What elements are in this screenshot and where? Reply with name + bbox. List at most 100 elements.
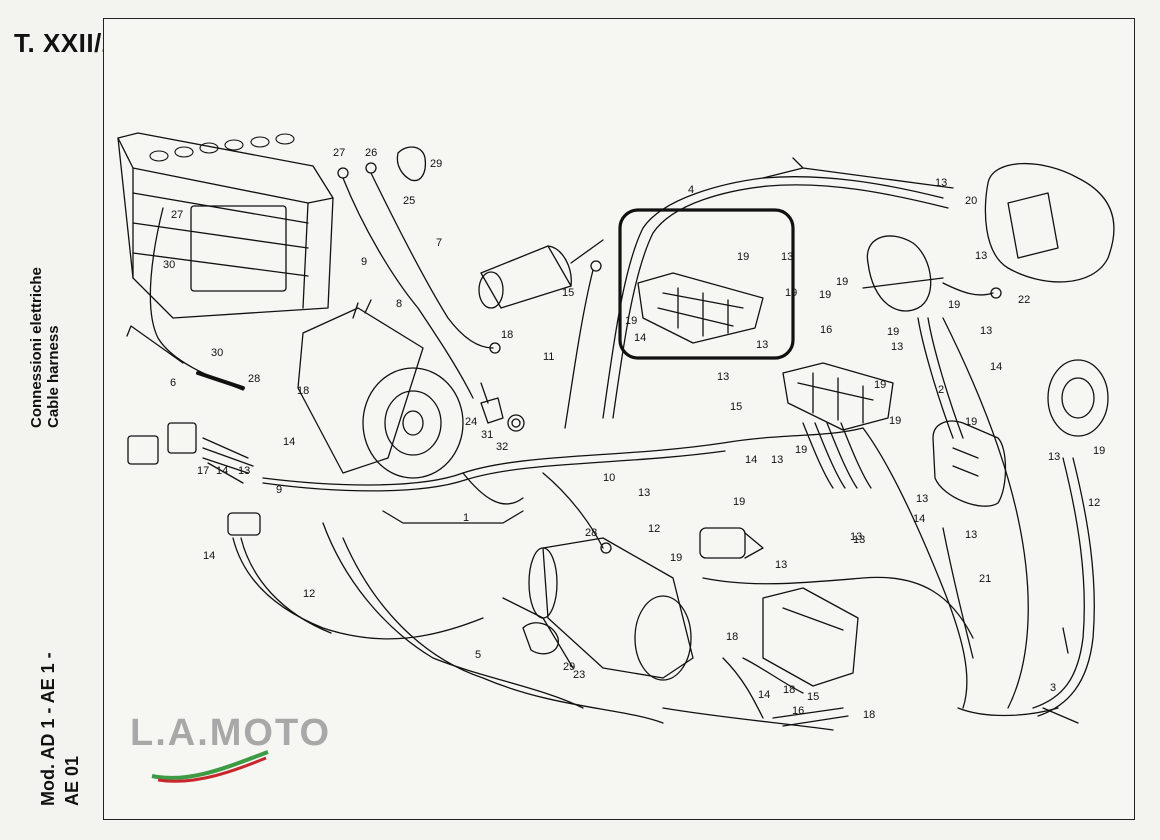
- battery-cable-30: [149, 207, 244, 391]
- callout-25: 25: [403, 195, 415, 207]
- callout-21: 21: [979, 573, 991, 585]
- callout-3: 3: [1050, 682, 1056, 694]
- callout-6: 6: [170, 377, 176, 389]
- callout-18b: 18: [297, 385, 309, 397]
- callout-19g: 19: [819, 289, 831, 301]
- callout-15c: 15: [807, 691, 819, 703]
- callout-13f: 13: [756, 339, 768, 351]
- callout-28a: 28: [248, 373, 260, 385]
- callout-19n: 19: [1093, 445, 1105, 457]
- wiring-diagram: 4 13 20 13 22 19 19 13 14 2 19 19 13 19 …: [117, 132, 1115, 731]
- callout-27b: 27: [171, 209, 183, 221]
- callout-14b: 14: [634, 332, 646, 344]
- battery: [117, 132, 334, 319]
- watermark-logo: L.A.MOTO: [130, 712, 332, 754]
- callout-12b: 12: [648, 523, 660, 535]
- callout-13e: 13: [781, 251, 793, 263]
- callout-1: 1: [463, 512, 469, 524]
- callout-32: 32: [496, 441, 508, 453]
- relay-left: [127, 435, 159, 465]
- callout-27a: 27: [333, 147, 345, 159]
- callout-13g: 13: [717, 371, 729, 383]
- model-block: Mod. AD 1 - AE 1 - AE 01: [36, 652, 84, 806]
- callout-13d: 13: [891, 341, 903, 353]
- callout-11: 11: [543, 351, 554, 363]
- callout-13l: 13: [853, 534, 865, 546]
- voltage-regulator: [762, 587, 859, 687]
- callout-13a: 13: [935, 177, 947, 189]
- callout-30a: 30: [163, 259, 175, 271]
- callout-8: 8: [396, 298, 402, 310]
- flasher: [699, 527, 746, 559]
- callout-12c: 12: [1088, 497, 1100, 509]
- horn: [1047, 359, 1109, 437]
- callout-19i: 19: [785, 287, 797, 299]
- callout-13n: 13: [965, 529, 977, 541]
- harness-4: [602, 176, 944, 419]
- callout-13b: 13: [975, 250, 987, 262]
- callout-14c: 14: [745, 454, 757, 466]
- callout-19l: 19: [733, 496, 745, 508]
- callout-19e: 19: [874, 379, 886, 391]
- plate-number: T. XXII/2: [14, 28, 117, 58]
- callout-26: 26: [365, 147, 377, 159]
- starter-motor: [528, 537, 694, 681]
- ignition-coil: [478, 239, 604, 309]
- cable-15-left: [564, 269, 594, 429]
- callout-14h: 14: [913, 513, 925, 525]
- callout-31: 31: [481, 429, 493, 441]
- callout-13k: 13: [775, 559, 787, 571]
- callout-19h: 19: [737, 251, 749, 263]
- callout-10: 10: [603, 472, 615, 484]
- fuse-box-lower: [782, 362, 894, 431]
- callout-18e: 18: [863, 709, 875, 721]
- callout-22: 22: [1018, 294, 1030, 306]
- callout-12a: 12: [303, 588, 315, 600]
- relay-right: [167, 422, 197, 454]
- main-harness: [262, 427, 864, 486]
- callout-19a: 19: [836, 276, 848, 288]
- callout-19b: 19: [948, 299, 960, 311]
- callout-19f: 19: [889, 415, 901, 427]
- diagram-frame: [103, 18, 1135, 820]
- model-line-1: Mod. AD 1 - AE 1 -: [38, 652, 58, 806]
- title-italian: Connessioni elettriche: [28, 267, 45, 428]
- callout-23: 23: [573, 669, 585, 681]
- callout-14e: 14: [216, 465, 228, 477]
- callout-13p: 13: [1048, 451, 1060, 463]
- callout-19k: 19: [795, 444, 807, 456]
- oil-pressure-switch: [227, 512, 261, 536]
- callout-19d: 19: [887, 326, 899, 338]
- callout-5: 5: [475, 649, 481, 661]
- callout-18c: 18: [726, 631, 738, 643]
- callout-20: 20: [965, 195, 977, 207]
- callout-13m: 13: [916, 493, 928, 505]
- callout-13o: 13: [850, 531, 862, 543]
- title-english: Cable harness: [45, 325, 62, 428]
- callout-29a: 29: [430, 158, 442, 170]
- callout-15a: 15: [730, 401, 742, 413]
- cable-9-upper: [342, 177, 474, 399]
- callout-13j: 13: [238, 465, 250, 477]
- callout-4: 4: [688, 184, 694, 196]
- model-line-2: AE 01: [62, 755, 82, 806]
- callout-19m: 19: [670, 552, 682, 564]
- dynamo: [297, 299, 464, 479]
- callout-14g: 14: [758, 689, 770, 701]
- callout-24: 24: [465, 416, 477, 428]
- callout-18d: 18: [783, 684, 795, 696]
- cable-25: [370, 172, 494, 349]
- callout-13i: 13: [638, 487, 650, 499]
- highlight-box: [618, 208, 795, 360]
- callout-2: 2: [938, 384, 944, 396]
- callout-16b: 16: [792, 705, 804, 717]
- callout-13c: 13: [980, 325, 992, 337]
- fuse-box-upper: [637, 272, 764, 344]
- callout-9b: 9: [276, 484, 282, 496]
- callout-7: 7: [436, 237, 442, 249]
- callout-28b: 28: [585, 527, 597, 539]
- callout-30b: 30: [211, 347, 223, 359]
- callout-13h: 13: [771, 454, 783, 466]
- title-block: Connessioni elettriche Cable harness: [28, 267, 62, 428]
- watermark-swoosh-icon: [151, 750, 269, 783]
